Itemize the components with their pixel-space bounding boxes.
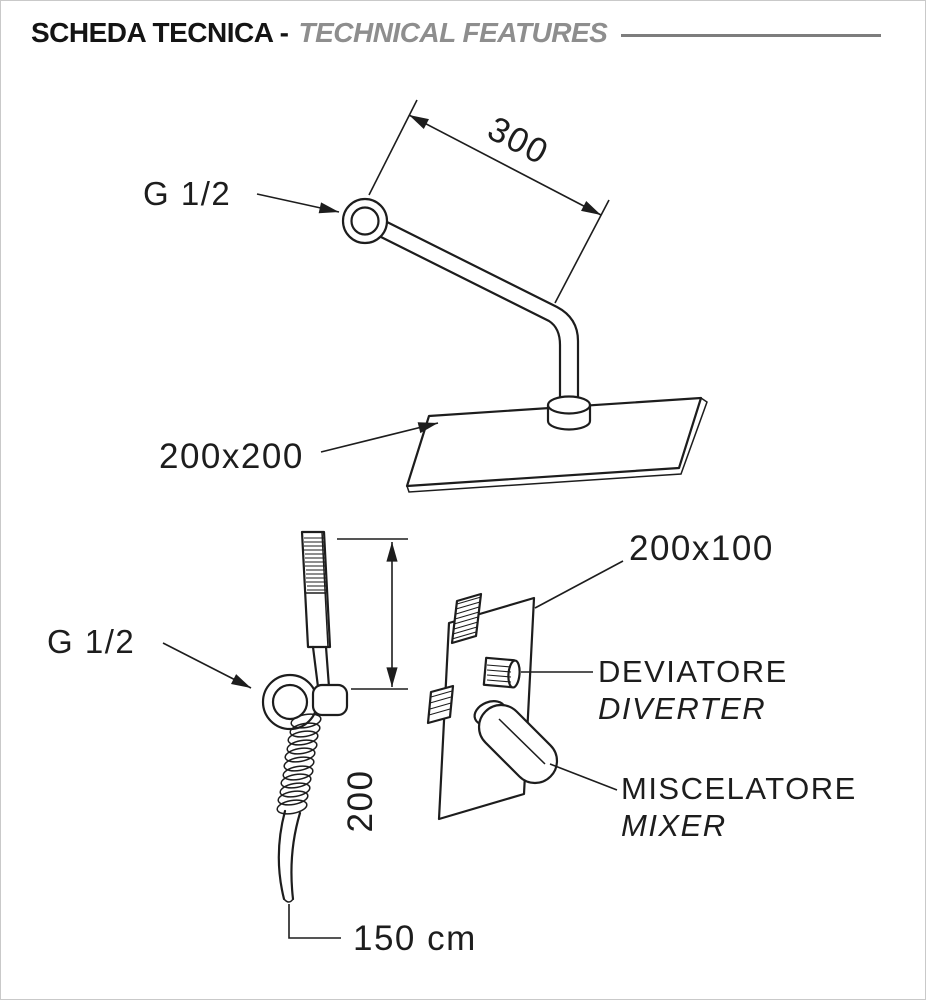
shower-arm-assembly: 300 G 1/2 200x20: [143, 99, 708, 493]
hand-thread-label: G 1/2: [47, 623, 135, 660]
mixer-label-it: MISCELATORE: [621, 771, 857, 806]
spray-face-hatch: [304, 537, 327, 591]
mixer-lever: [473, 700, 559, 785]
arm-thread-label: G 1/2: [143, 175, 231, 212]
mixer-leader-line: [549, 763, 618, 791]
head-plate: [405, 396, 708, 493]
inlet-stub-top: [450, 592, 483, 645]
hose-length-label: 150 cm: [353, 919, 477, 958]
shower-arm-tube: [363, 213, 580, 415]
mixer-plate-size-label: 200x100: [629, 529, 774, 568]
hose-coil: [276, 713, 322, 815]
inlet-stub-left: [426, 684, 455, 725]
hand-shower-wand: [300, 530, 332, 689]
hose-tail: [277, 809, 302, 903]
wall-flange: [341, 197, 389, 245]
mixer-plate-leader-line: [534, 560, 624, 609]
diverter-label-it: DEVIATORE: [598, 654, 788, 689]
mixer-label-en: MIXER: [621, 808, 727, 843]
head-plate-leader-line: [320, 422, 439, 453]
hand-shower-assembly: 200: [47, 530, 477, 958]
diverter-label-en: DIVERTER: [598, 691, 766, 726]
wand-neck: [311, 645, 331, 689]
height-dimension: 200: [341, 770, 380, 833]
arm-length-dimension: 300: [481, 109, 555, 173]
head-plate-size-label: 200x200: [159, 437, 304, 476]
height-dimension-200: 200: [337, 538, 408, 833]
header-divider-line: [621, 34, 881, 37]
mixer-assembly: 200x100 DEVIATORE DIVERTER MISCELATORE M…: [426, 529, 857, 843]
bracket-clip: [311, 683, 349, 717]
page-header: SCHEDA TECNICA - TECHNICAL FEATURES: [31, 17, 925, 49]
hose-length-leader-line: [288, 904, 341, 939]
diverter-knob: [482, 656, 521, 689]
page-title-english: TECHNICAL FEATURES: [298, 17, 608, 48]
wall-bracket: [261, 673, 349, 731]
hand-thread-leader-line: [162, 642, 252, 689]
arm-thread-leader-line: [256, 193, 340, 214]
page-title-italian: SCHEDA TECNICA -: [31, 17, 289, 48]
plate-connector: [546, 395, 592, 431]
